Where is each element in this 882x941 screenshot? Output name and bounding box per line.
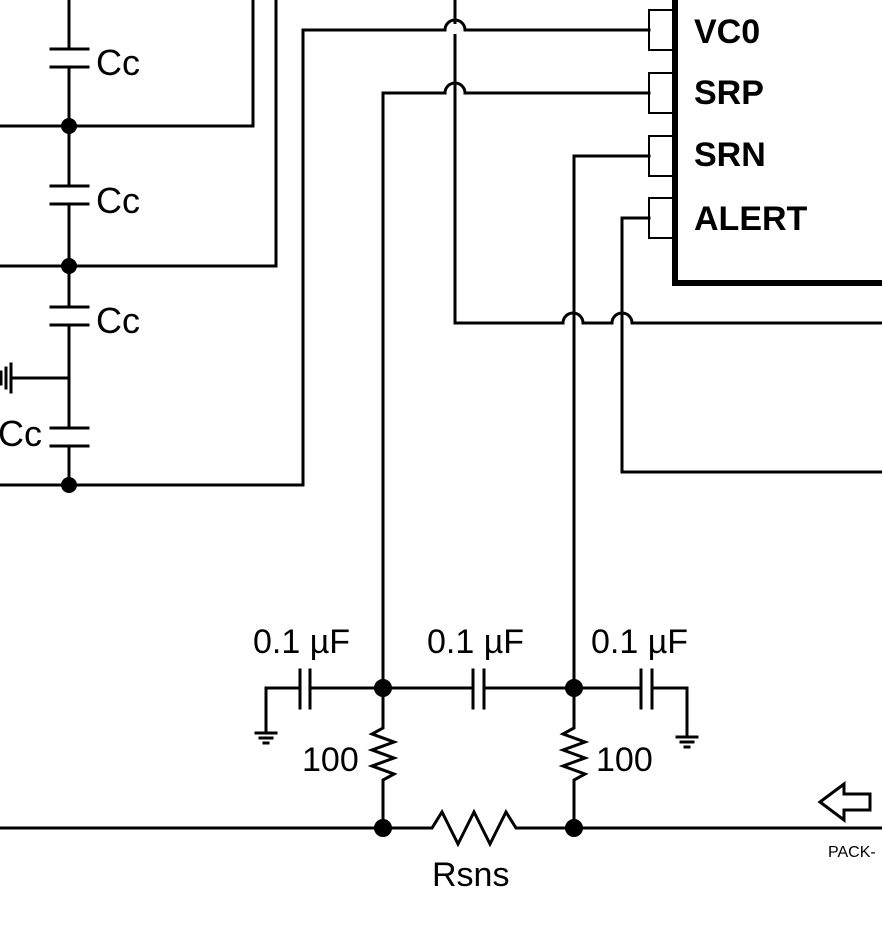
alert-line <box>620 216 882 474</box>
junction-dot <box>61 258 77 274</box>
resistor-right-label: 100 <box>596 741 653 779</box>
srn-line <box>572 154 651 690</box>
srp-line <box>381 81 651 690</box>
cell-cap-label-4: Cc <box>0 413 42 454</box>
resistor-left-label: 100 <box>302 741 359 779</box>
pin-alert-label: ALERT <box>694 200 808 238</box>
pin-srn-box <box>648 135 676 177</box>
junction-dot <box>565 679 583 697</box>
filter-cap-label-1: 0.1 µF <box>253 623 350 661</box>
junction-dot <box>61 118 77 134</box>
pin-vc0-box <box>648 9 676 51</box>
pack-connector-label: PACK- <box>828 844 876 861</box>
filter-cap-label-2: 0.1 µF <box>427 623 524 661</box>
junction-dot <box>61 477 77 493</box>
pin-srn-label: SRN <box>694 136 766 174</box>
cell-cap-ladder <box>0 0 651 493</box>
junction-dot <box>374 679 392 697</box>
sense-resistor-label: Rsns <box>432 856 509 894</box>
crossover-wire <box>453 0 882 325</box>
cell-cap-label-2: Cc <box>96 180 140 221</box>
cell-cap-label-3: Cc <box>96 300 140 341</box>
junction-dot <box>565 819 583 837</box>
cell-cap-label-1: Cc <box>96 42 140 83</box>
pin-srp-box <box>648 72 676 114</box>
filter-network <box>0 668 882 848</box>
chip-pins <box>648 9 676 239</box>
pin-vc0-label: VC0 <box>694 13 760 51</box>
pack-connector-arrow-icon <box>817 781 872 823</box>
filter-cap-label-3: 0.1 µF <box>591 623 688 661</box>
pin-alert-box <box>648 197 676 239</box>
junction-dot <box>374 819 392 837</box>
pin-srp-label: SRP <box>694 74 764 112</box>
